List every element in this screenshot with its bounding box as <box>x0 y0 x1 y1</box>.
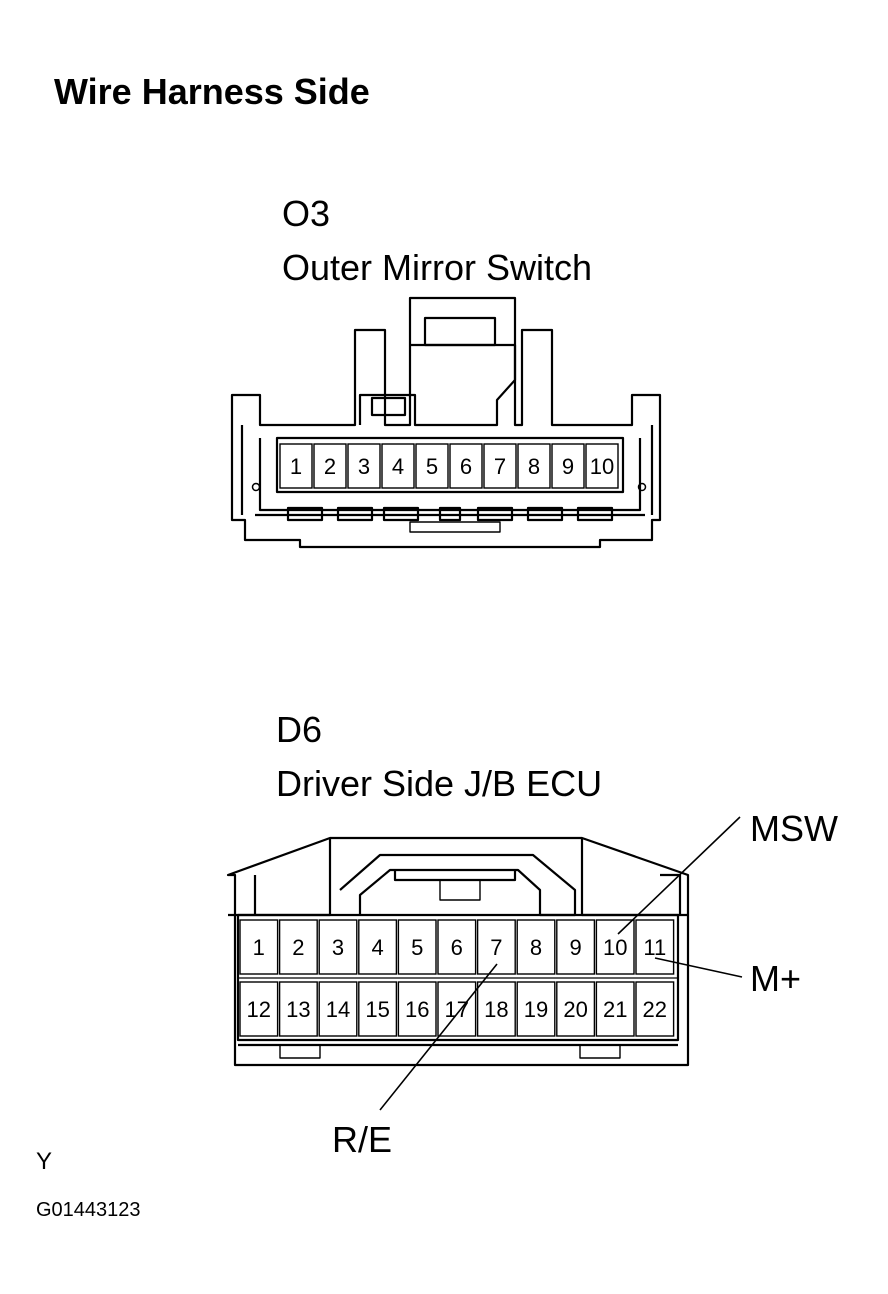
o3-pin-6-label: 6 <box>460 454 472 479</box>
d6-pin-6-label: 6 <box>451 935 463 960</box>
o3-pin-10-label: 10 <box>590 454 614 479</box>
footer-letter: Y <box>36 1148 53 1175</box>
d6-pin-9: 9 <box>556 919 596 975</box>
d6-pin-3: 3 <box>318 919 358 975</box>
d6-pin-1: 1 <box>239 919 279 975</box>
d6-pin-22-label: 22 <box>643 997 667 1022</box>
d6-pin-2: 2 <box>278 919 318 975</box>
leader-msw <box>617 816 741 935</box>
d6-pin-10-label: 10 <box>603 935 627 960</box>
d6-pin-16-label: 16 <box>405 997 429 1022</box>
o3-pin-3: 3 <box>347 443 381 489</box>
d6-pin-2-label: 2 <box>292 935 304 960</box>
d6-pin-19: 19 <box>516 981 556 1037</box>
o3-pin-6: 6 <box>449 443 483 489</box>
d6-pin-4-label: 4 <box>371 935 383 960</box>
d6-pin-21-label: 21 <box>603 997 627 1022</box>
d6-pin-15-label: 15 <box>365 997 389 1022</box>
d6-pin-7-label: 7 <box>490 935 502 960</box>
callout-m-plus: M+ <box>750 958 802 999</box>
o3-pin-9: 9 <box>551 443 585 489</box>
connector-d6-code: D6 <box>276 709 323 750</box>
d6-pin-8-label: 8 <box>530 935 542 960</box>
d6-pin-9-label: 9 <box>569 935 581 960</box>
connector-o3-body <box>230 296 662 549</box>
d6-pin-22: 22 <box>635 981 675 1037</box>
d6-pin-12: 12 <box>239 981 279 1037</box>
o3-pin-1-label: 1 <box>290 454 302 479</box>
d6-pin-13-label: 13 <box>286 997 310 1022</box>
d6-pin-13: 13 <box>278 981 318 1037</box>
o3-pin-3-label: 3 <box>358 454 370 479</box>
page-title: Wire Harness Side <box>54 71 370 112</box>
connector-o3-name: Outer Mirror Switch <box>282 247 593 288</box>
d6-pin-20-label: 20 <box>563 997 587 1022</box>
o3-pin-4-label: 4 <box>392 454 404 479</box>
o3-pin-5: 5 <box>415 443 449 489</box>
d6-pin-17-label: 17 <box>445 997 469 1022</box>
d6-pin-15: 15 <box>358 981 398 1037</box>
d6-pin-14-label: 14 <box>326 997 350 1022</box>
figure-code: G01443123 <box>36 1199 141 1221</box>
d6-pin-19-label: 19 <box>524 997 548 1022</box>
d6-pin-8: 8 <box>516 919 556 975</box>
d6-pin-18-label: 18 <box>484 997 508 1022</box>
o3-pin-1: 1 <box>279 443 313 489</box>
d6-pin-18: 18 <box>476 981 516 1037</box>
d6-pin-21: 21 <box>595 981 635 1037</box>
d6-pin-4: 4 <box>358 919 398 975</box>
d6-pin-1-label: 1 <box>253 935 265 960</box>
d6-pin-20: 20 <box>556 981 596 1037</box>
d6-pin-17: 17 <box>437 981 477 1037</box>
d6-pin-11: 11 <box>635 919 675 975</box>
d6-pin-3-label: 3 <box>332 935 344 960</box>
o3-pin-7-label: 7 <box>494 454 506 479</box>
o3-pin-2: 2 <box>313 443 347 489</box>
callout-msw: MSW <box>750 808 838 849</box>
o3-pin-8-label: 8 <box>528 454 540 479</box>
d6-pin-11-label: 11 <box>643 935 666 960</box>
o3-pin-9-label: 9 <box>562 454 574 479</box>
connector-d6-name: Driver Side J/B ECU <box>276 763 603 804</box>
o3-pin-8: 8 <box>517 443 551 489</box>
d6-pin-5-label: 5 <box>411 935 423 960</box>
leader-m-plus <box>654 957 743 978</box>
o3-pin-2-label: 2 <box>324 454 336 479</box>
d6-pin-7: 7 <box>476 919 516 975</box>
o3-pin-4: 4 <box>381 443 415 489</box>
d6-pin-6: 6 <box>437 919 477 975</box>
o3-pin-10: 10 <box>585 443 619 489</box>
o3-pin-7: 7 <box>483 443 517 489</box>
d6-pin-10: 10 <box>595 919 635 975</box>
d6-pin-5: 5 <box>397 919 437 975</box>
d6-pin-16: 16 <box>397 981 437 1037</box>
d6-pin-14: 14 <box>318 981 358 1037</box>
callout-re: R/E <box>332 1119 393 1160</box>
connector-o3-code: O3 <box>282 193 331 234</box>
d6-pin-12-label: 12 <box>247 997 271 1022</box>
o3-pin-5-label: 5 <box>426 454 438 479</box>
